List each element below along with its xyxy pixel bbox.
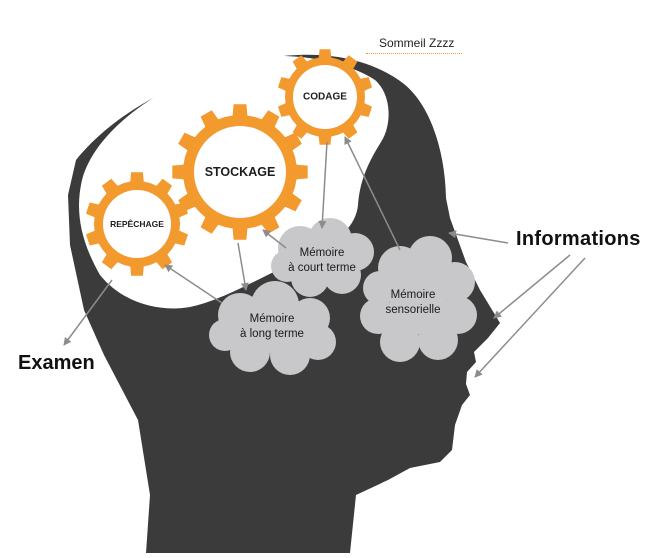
examen-label: Examen [18,352,95,374]
cloud-line: Mémoire [390,289,436,301]
arrow-long-to-repechage [164,264,223,304]
arrow-codage-to-court [318,141,328,229]
repechage-label: REPÊCHAGE [110,219,164,229]
cloud-sensorielle [360,236,477,362]
gear-codage [278,49,372,145]
informations-label: Informations [516,228,641,250]
cloud-line: à court terme [288,262,356,274]
cloud-long-terme [209,281,336,375]
cloud-court-terme [271,218,374,297]
arrow-court-to-stockage [262,229,287,249]
sommeil-label: Sommeil Zzzz [379,36,455,50]
arrow-info-to-mouth [474,257,586,378]
arrow-repechage-to-examen [63,279,113,346]
codage-label: CODAGE [303,91,347,103]
cloud-line: Mémoire [299,247,345,259]
gear-stockage [172,104,308,240]
arrow-stockage-to-long [237,242,249,291]
cloud-line: sensorielle [385,304,441,316]
memoire-long-terme-label: Mémoire à long terme [240,312,304,342]
cloud-line: Mémoire [249,313,295,325]
arrow-sensorielle-to-codage [344,136,401,251]
memoire-court-terme-label: Mémoire à court terme [288,246,356,276]
memoire-sensorielle-label: Mémoire sensorielle [386,288,441,318]
cloud-line: à long terme [240,328,304,340]
arrows [63,136,586,378]
gear-repechage [86,172,188,276]
sommeil-underline [366,53,462,54]
stockage-label: STOCKAGE [204,165,276,179]
arrow-info-to-head [448,230,509,244]
arrow-info-to-nose [493,254,571,319]
